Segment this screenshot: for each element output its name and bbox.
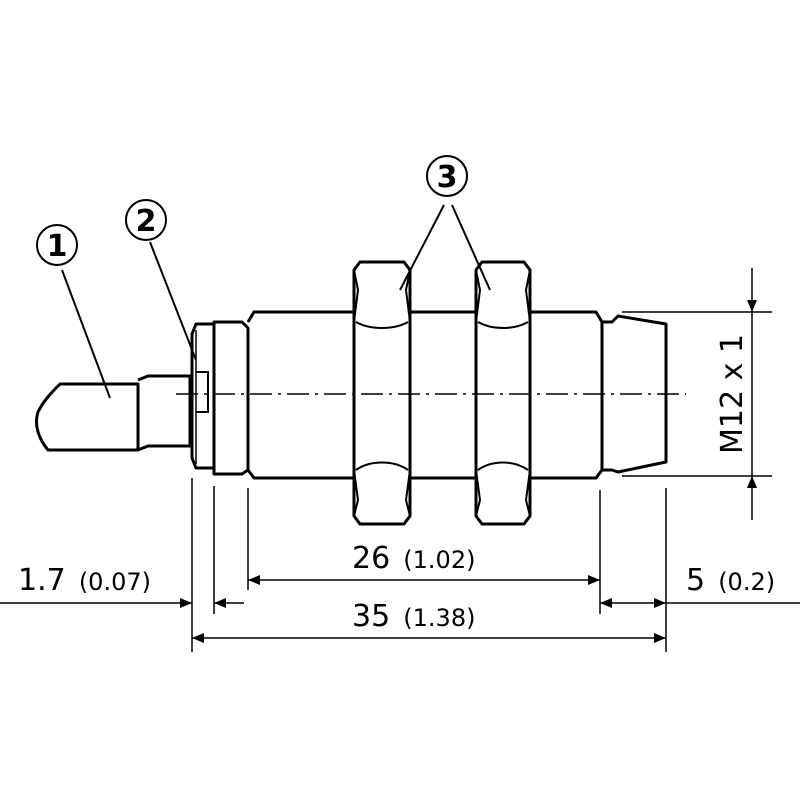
extension-lines [191, 311, 772, 652]
dimension-labels: 1.7 (0.07) 26 (1.02) 35 (1.38) 5 (0.2) M… [18, 334, 775, 634]
sensing-face [602, 314, 668, 474]
dim-thread-length: 26 (1.02) [352, 541, 475, 576]
callout-3: 3 [426, 155, 468, 197]
sensor-body [176, 260, 686, 526]
dim-gap-left: 1.7 (0.07) [18, 563, 151, 598]
cable [34, 374, 192, 452]
dim-thread-spec: M12 x 1 [715, 334, 750, 454]
callout-1-label: 1 [47, 229, 68, 264]
callout-1: 1 [36, 224, 78, 266]
callout-2-label: 2 [136, 204, 157, 239]
callout-3-label: 3 [437, 160, 458, 195]
dim-face-length: 5 (0.2) [686, 563, 775, 598]
rear-collar [212, 320, 250, 476]
hex-nut-2 [474, 260, 532, 526]
callout-2: 2 [125, 199, 167, 241]
hex-nut-1 [352, 260, 412, 526]
dimension-lines [0, 268, 800, 643]
callout-leaders [61, 204, 491, 399]
dim-total-length: 35 (1.38) [352, 599, 475, 634]
threaded-housing [246, 310, 604, 480]
